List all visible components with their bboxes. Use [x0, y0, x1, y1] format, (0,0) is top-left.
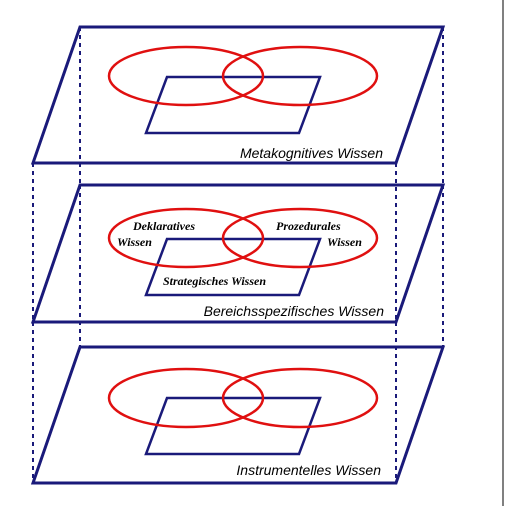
inner-parallelogram [144, 237, 322, 297]
layer-label: Metakognitives Wissen [240, 145, 383, 161]
deklaratives-label-line2: Wissen [117, 235, 152, 249]
layer-plane [30, 25, 446, 165]
strategisches-label: Strategisches Wissen [163, 274, 266, 288]
layer-label: Bereichsspezifisches Wissen [204, 303, 385, 319]
right-ellipse [221, 367, 379, 429]
layer-label: Instrumentelles Wissen [236, 462, 381, 478]
layer-instrumentell: Instrumentelles Wissen [30, 345, 446, 485]
layer-plane [30, 345, 446, 485]
right-ellipse [221, 207, 379, 269]
layer-bereichsspezifisch: Deklaratives Wissen Prozedurales Wissen … [30, 183, 446, 324]
layer-metakognitiv: Metakognitives Wissen [30, 25, 446, 165]
deklaratives-label-line1: Deklaratives [132, 219, 195, 233]
left-ellipse [107, 207, 265, 269]
prozedurales-label-line2: Wissen [327, 235, 362, 249]
layer-plane [30, 183, 446, 324]
inner-parallelogram [144, 75, 322, 135]
right-ellipse [221, 45, 379, 107]
inner-parallelogram [144, 396, 322, 456]
prozedurales-label-line1: Prozedurales [276, 219, 341, 233]
left-ellipse [107, 367, 265, 429]
left-ellipse [107, 45, 265, 107]
